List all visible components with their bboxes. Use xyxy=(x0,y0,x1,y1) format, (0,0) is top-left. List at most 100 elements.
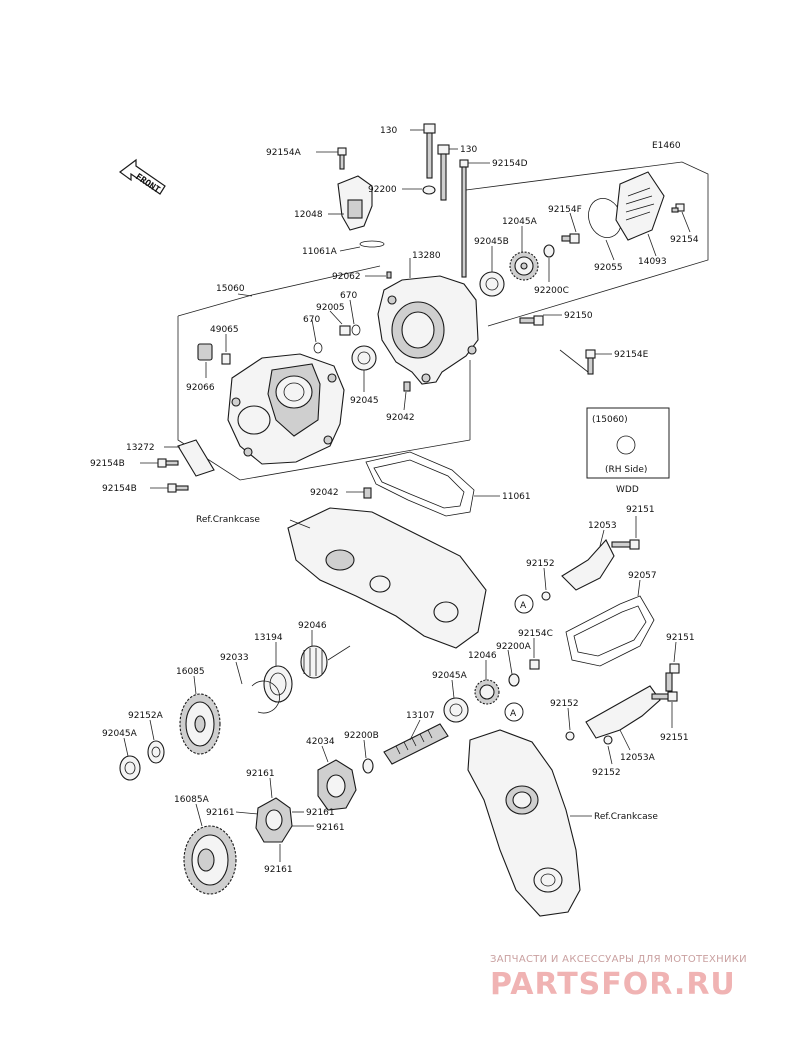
part-label-11061: 11061 xyxy=(502,492,531,502)
gear-12045A xyxy=(509,226,539,281)
part-label-92045A-2: 92045A xyxy=(102,729,138,739)
part-label-92154F: 92154F xyxy=(548,205,582,215)
part-label-92152-b: 92152 xyxy=(550,699,579,709)
part-label-92161-e: 92161 xyxy=(264,865,293,875)
part-label-14093: 14093 xyxy=(638,257,667,267)
bolt-130-right xyxy=(437,144,458,201)
seal-92045 xyxy=(351,345,377,392)
watermark-tagline: ЗАПЧАСТИ И АКСЕССУАРЫ ДЛЯ МОТОТЕХНИКИ xyxy=(490,954,747,965)
washer-92200 xyxy=(402,185,436,195)
part-label-12045A: 12045A xyxy=(502,217,538,227)
bolt-92154C xyxy=(529,638,540,670)
bolt-92154D xyxy=(459,159,490,278)
bolt-92154F xyxy=(561,212,580,244)
part-label-92057: 92057 xyxy=(628,571,657,581)
diagram-code: E1460 xyxy=(652,141,681,151)
part-label-92042-a: 92042 xyxy=(386,413,415,423)
collar-92152A xyxy=(147,719,165,764)
part-label-92200C: 92200C xyxy=(534,286,569,296)
part-label-92150: 92150 xyxy=(564,311,593,321)
crankcase-lower-ref xyxy=(467,729,592,917)
hub-42034 xyxy=(317,745,357,811)
part-label-12053: 12053 xyxy=(588,521,617,531)
part-label-92066: 92066 xyxy=(186,383,215,393)
part-label-13280: 13280 xyxy=(412,251,441,261)
part-label-92151-b: 92151 xyxy=(666,633,695,643)
part-label-11061A: 11061A xyxy=(302,247,338,257)
part-label-92154D: 92154D xyxy=(492,159,528,169)
part-label-13272: 13272 xyxy=(126,443,155,453)
part-label-92046: 92046 xyxy=(298,621,327,631)
part-label-92033: 92033 xyxy=(220,653,249,663)
washer-92152-c xyxy=(603,735,613,765)
part-label-92154B-2: 92154B xyxy=(102,484,137,494)
part-label-92154A: 92154A xyxy=(266,148,302,158)
plug-49065 xyxy=(221,334,231,365)
part-label-92161-c: 92161 xyxy=(306,808,335,818)
bearing-92045A-right xyxy=(443,679,469,723)
chain-92057 xyxy=(565,579,655,667)
ref-crankcase-lower: Ref.Crankcase xyxy=(594,812,658,822)
part-label-92152A: 92152A xyxy=(128,711,164,721)
front-arrow-icon: FRONT xyxy=(118,158,166,196)
bolt-130-left xyxy=(410,123,436,179)
part-label-16085: 16085 xyxy=(176,667,205,677)
part-label-92055: 92055 xyxy=(594,263,623,273)
part-label-92154: 92154 xyxy=(670,235,699,245)
washer-92152-b xyxy=(565,707,575,741)
bracket-13272 xyxy=(164,439,215,477)
part-label-92045B: 92045B xyxy=(474,237,509,247)
part-label-92042-b: 92042 xyxy=(310,488,339,498)
gear-16085 xyxy=(179,675,221,755)
inset-ref: (15060) xyxy=(592,415,628,425)
washer-92200A xyxy=(507,649,520,687)
bolt-92154 xyxy=(671,203,691,233)
bearing-92046 xyxy=(300,630,351,679)
part-label-92161-a: 92161 xyxy=(246,769,275,779)
part-label-92154B-1: 92154B xyxy=(90,459,125,469)
inset-code: WDD xyxy=(616,485,639,495)
part-label-42034: 42034 xyxy=(306,737,335,747)
circlip-92033 xyxy=(235,661,280,714)
shaft-13107 xyxy=(383,719,449,765)
part-label-92161-d: 92161 xyxy=(316,823,345,833)
bolt-92154A xyxy=(316,147,347,170)
bolt-92154B-lower xyxy=(150,483,189,493)
part-label-12053A: 12053A xyxy=(620,753,656,763)
pump-housing-15060 xyxy=(227,353,345,465)
bolt-92151-upper xyxy=(611,516,640,550)
part-label-49065: 49065 xyxy=(210,325,239,335)
part-label-92152-c: 92152 xyxy=(592,768,621,778)
part-label-670-b: 670 xyxy=(303,315,320,325)
marker-a-upper-label: A xyxy=(520,601,527,611)
marker-a-lower-label: A xyxy=(510,709,517,719)
gasket-11061 xyxy=(365,451,500,517)
upper-assembly-outline xyxy=(177,161,709,481)
o-ring-670-right xyxy=(349,299,361,336)
part-label-670-a: 670 xyxy=(340,291,357,301)
bolt-92150 xyxy=(519,314,562,326)
marker-a-lower: A xyxy=(504,702,524,722)
crankcase-upper-ref xyxy=(287,507,487,649)
washer-92200B xyxy=(362,739,374,774)
part-label-92045A: 92045A xyxy=(432,671,468,681)
bearing-92045B xyxy=(479,246,505,297)
tensioner-12053 xyxy=(561,529,615,591)
pin-92062 xyxy=(365,271,392,279)
washer-92200C xyxy=(543,244,555,282)
part-label-92200B: 92200B xyxy=(344,731,379,741)
ref-crankcase-upper: Ref.Crankcase xyxy=(196,515,260,525)
part-label-130-a: 130 xyxy=(380,126,397,136)
part-label-16085A: 16085A xyxy=(174,795,210,805)
part-label-12046: 12046 xyxy=(468,651,497,661)
part-label-130-b: 130 xyxy=(460,145,477,155)
housing-13280 xyxy=(377,258,479,385)
inset-ring-icon xyxy=(616,435,636,455)
cover-14093 xyxy=(615,171,665,257)
pin-92042-lower xyxy=(346,487,372,499)
guide-12053A xyxy=(585,685,661,751)
inset-box-15060: (15060) (RH Side) xyxy=(586,407,670,479)
washer-92152-a xyxy=(541,567,551,601)
part-label-92161-b: 92161 xyxy=(206,808,235,818)
